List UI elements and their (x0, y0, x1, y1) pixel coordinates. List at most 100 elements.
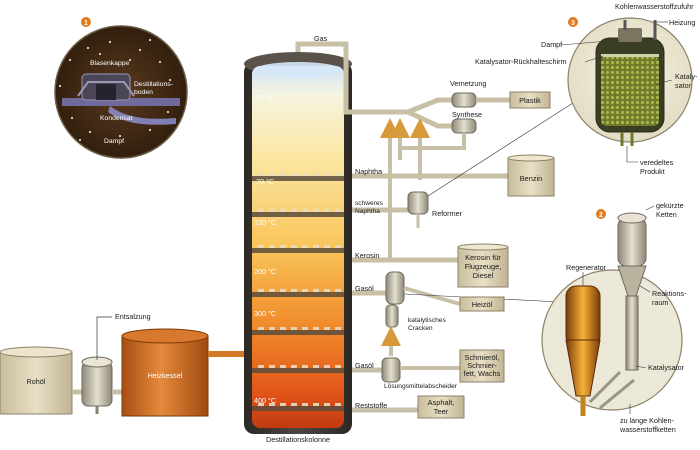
droplet (58, 84, 62, 88)
temp-70: 70 °C (256, 177, 274, 186)
heating-oil-label: Heizöl (472, 300, 493, 309)
regenerator-label: Regenerator (566, 263, 607, 272)
droplet (128, 58, 132, 62)
furnace: Heizkessel (121, 328, 209, 417)
inset2-catalyst-label: Katalysator (648, 363, 685, 372)
cat-cracking-label-2: Cracken (408, 325, 433, 332)
product-heating-oil: Heizöl (459, 296, 505, 312)
heating-label: Heizung (669, 18, 695, 27)
inset-bubble-cap (54, 25, 188, 159)
furnace-label: Heizkessel (148, 371, 183, 380)
tray-label-2: boden (134, 89, 153, 96)
droplet (166, 110, 170, 114)
inset1-number: 1 (84, 20, 88, 27)
long-chains-2: wasserstoffketten (619, 425, 676, 434)
hc-feed-label: Kohlenwasserstoffzufuhr (615, 2, 694, 11)
inset2-number-badge (596, 209, 606, 219)
bubble-cap-label: Blasenkappe (90, 60, 130, 67)
column-tray (252, 327, 344, 335)
asphalt-2: Teer (434, 407, 449, 416)
product-kerosene: Kerosin für Flugzeuge, Diesel (457, 243, 509, 288)
droplet (168, 78, 172, 82)
kerosene-label: Kerosin (355, 251, 379, 260)
inset3-catalyst-1: Kataly- (675, 72, 698, 81)
condensate-label: Kondensat (100, 115, 133, 122)
droplet (158, 60, 162, 64)
shortened-2: Ketten (656, 210, 677, 219)
solvent-separator (381, 357, 460, 383)
long-chains-1: zu lange Kohlen- (620, 416, 675, 425)
lube-1: Schmieröl, (465, 353, 500, 362)
column-tray (252, 209, 344, 217)
product-lube: Schmieröl, Schmier- fett, Wachs (459, 349, 505, 383)
heavy-naphtha-label-1: schweres (355, 200, 384, 207)
droplet (108, 40, 112, 44)
inset-reformer (567, 17, 693, 146)
droplet (88, 130, 92, 134)
temp-300: 300 °C (254, 309, 276, 318)
column-tray (252, 173, 344, 181)
droplet (118, 134, 122, 138)
reformer-unit (407, 191, 429, 228)
catalyst-screen-label: Katalysator-Rückhalteschirm (475, 57, 566, 66)
droplet (98, 52, 102, 56)
kerosene-prod-3: Diesel (473, 271, 494, 280)
cat-cracking-label-1: katalytisches (408, 317, 446, 324)
temp-120: 120 °C (254, 218, 276, 227)
refined-1: veredeltes (640, 158, 674, 167)
synthesis-unit (451, 118, 477, 134)
solvent-sep-label: Lösungsmittelabscheider (384, 383, 458, 390)
temp-20: 20 °C (256, 93, 274, 102)
reaction-2: raum (652, 298, 668, 307)
refined-2: Produkt (640, 167, 665, 176)
leader-desalting (96, 316, 112, 360)
inset1-steam-label: Dampf (104, 138, 124, 145)
product-plastic: Plastik (509, 91, 551, 109)
column-tray (252, 365, 344, 373)
droplet (138, 48, 142, 52)
cat-cracking-unit (385, 271, 461, 328)
inset2-number: 2 (599, 212, 603, 219)
reformer-to-inset3-line (427, 91, 591, 197)
kerosene-prod-1: Kerosin für (465, 253, 501, 262)
synthesis-label: Synthese (452, 110, 482, 119)
inset1-number-badge (81, 17, 91, 27)
residue-label: Reststoffe (355, 401, 387, 410)
droplet (68, 58, 72, 62)
column-tray (252, 245, 344, 253)
lube-3: fett, Wachs (464, 369, 501, 378)
column-tray (252, 403, 344, 411)
asphalt-1: Asphalt, (428, 398, 455, 407)
kerosene-prod-2: Flugzeuge, (465, 262, 502, 271)
inset3-number-badge (568, 17, 578, 27)
temp-200: 200 °C (254, 267, 276, 276)
droplet (78, 138, 82, 142)
reaction-1: Reaktions- (652, 289, 687, 298)
reformer-label: Reformer (432, 209, 463, 218)
crude-oil-tank: Rohöl (0, 346, 73, 415)
plastic-label: Plastik (519, 96, 541, 105)
shortened-1: gekürzte (656, 201, 684, 210)
droplet (148, 38, 152, 42)
crosslinking-label: Vernetzung (450, 79, 486, 88)
column-tray (252, 289, 344, 297)
droplet (86, 46, 90, 50)
gasoil1-label: Gasöl (355, 284, 374, 293)
gas-label: Gas (314, 34, 328, 43)
heavy-naphtha-label-2: Naphtha (355, 208, 380, 215)
gasoil2-label: Gasöl (355, 361, 374, 370)
droplet (148, 128, 152, 132)
distillation-column (244, 52, 352, 434)
temp-400: 400 °C (254, 396, 276, 405)
inset3-catalyst-2: sator (675, 81, 692, 90)
tray-label-1: Destillations- (134, 81, 173, 88)
column-trays (252, 173, 344, 411)
lube-2: Schmier- (467, 361, 497, 370)
gasoline-label: Benzin (520, 174, 543, 183)
desalting-vessel (81, 356, 113, 414)
crosslinking-unit (451, 92, 510, 108)
product-asphalt: Asphalt, Teer (417, 395, 465, 419)
droplet (70, 116, 74, 120)
